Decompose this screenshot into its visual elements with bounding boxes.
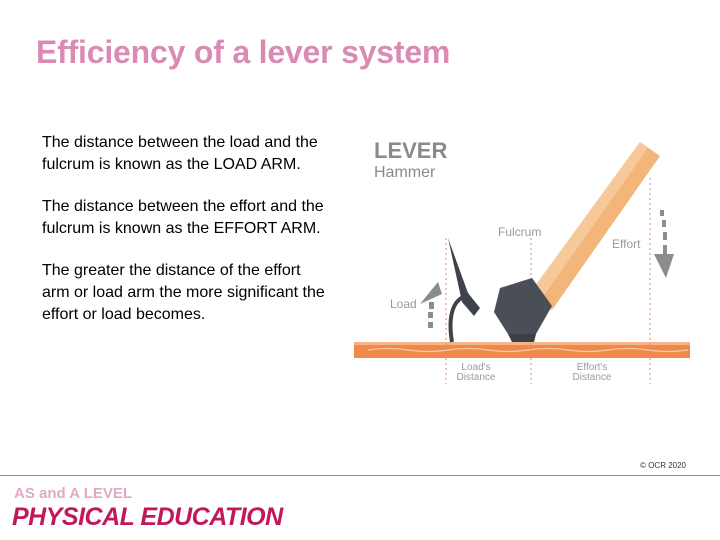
diagram-heading: LEVER [374,138,447,163]
paragraph-load-arm: The distance between the load and the fu… [42,134,318,173]
label-effort: Effort [612,237,641,251]
paragraph-significance: The greater the distance of the effort a… [42,262,325,323]
effort-arrow-icon [654,210,674,278]
lever-hammer-diagram: LEVER Hammer Fulcrum Effo [354,138,690,384]
body-text: The distance between the load and the fu… [42,132,332,346]
label-load: Load [390,297,417,311]
hammer-handle [530,142,660,310]
footer-level: AS and A LEVEL [14,485,133,502]
label-effort-distance-1: Effort's [577,362,608,373]
slide-title: Efficiency of a lever system [36,34,451,70]
label-load-distance-1: Load's [461,362,490,373]
claw-icon [448,238,480,316]
footer-divider [0,475,720,476]
copyright-notice: © OCR 2020 [640,461,686,470]
label-fulcrum: Fulcrum [498,225,541,239]
label-effort-distance-2: Distance [573,372,612,383]
nail-icon [448,294,467,343]
hammer-head [494,278,552,342]
paragraph-effort-arm: The distance between the effort and the … [42,198,324,237]
diagram-subheading: Hammer [374,164,436,181]
label-load-distance-2: Distance [457,372,496,383]
load-arrow-icon [420,282,442,328]
distance-guides [445,178,651,384]
footer-subject-logo: PHYSICAL EDUCATION [12,503,283,531]
wood-board [354,342,690,358]
